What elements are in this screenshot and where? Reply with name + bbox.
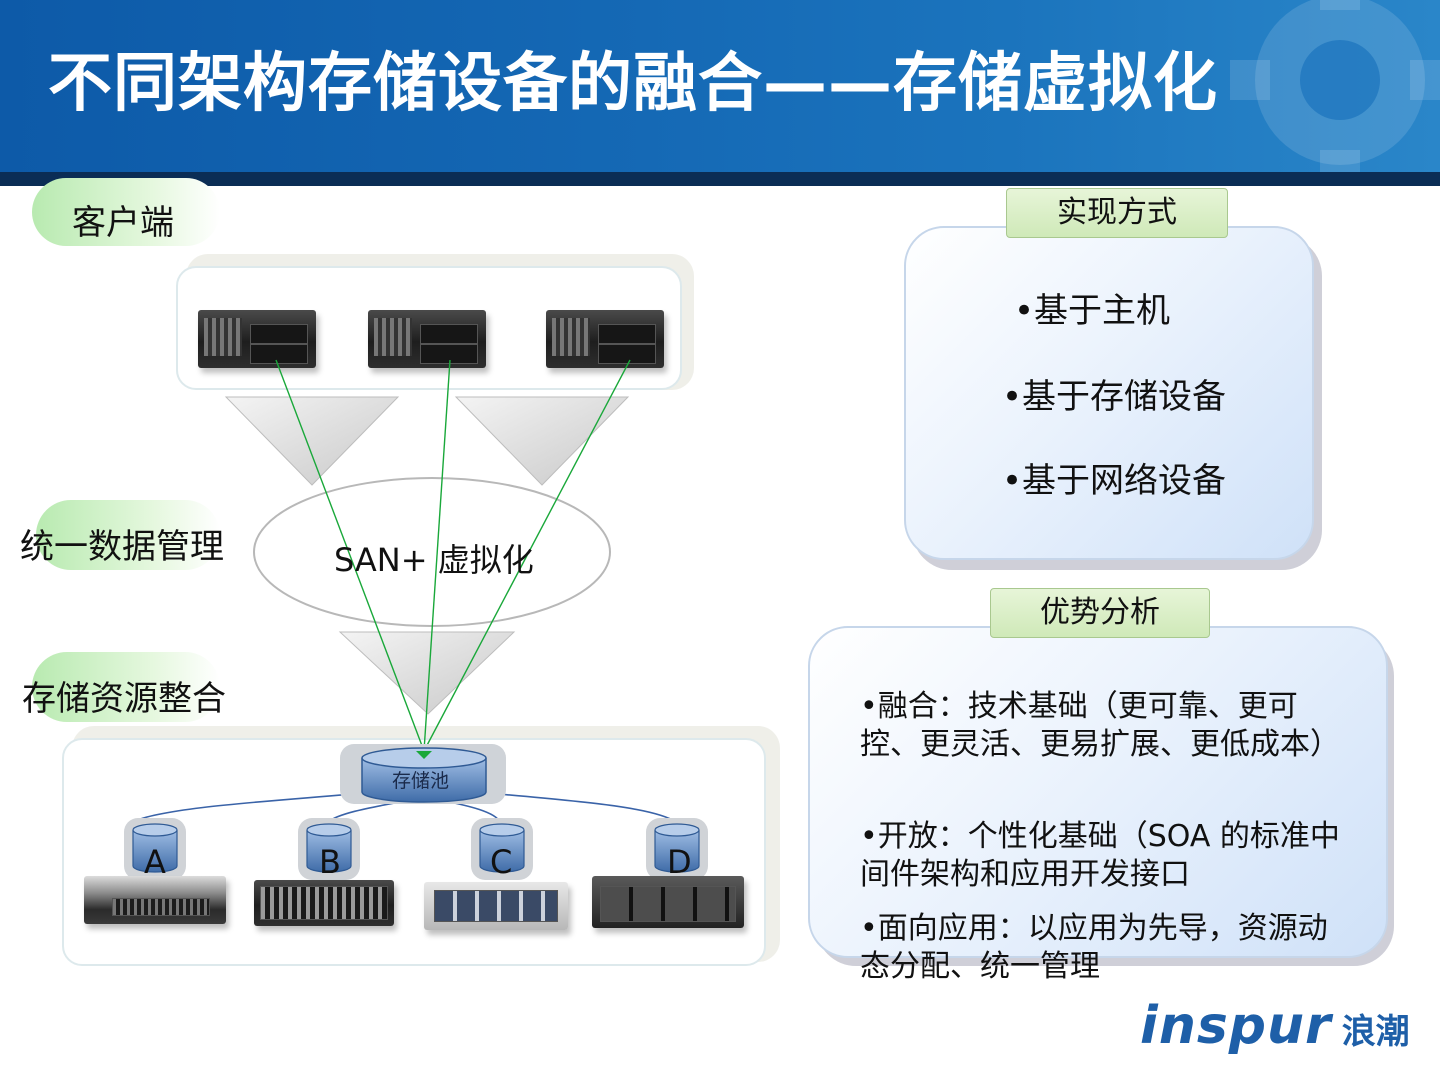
advantages-panel (808, 626, 1388, 958)
client-pill (32, 178, 220, 246)
san-virtualization-label: SAN+ 虚拟化 (334, 541, 534, 579)
client-server-1 (198, 310, 316, 368)
advantage-item-application: •面向应用：以应用为先导，资源动态分配、统一管理 (860, 911, 1328, 984)
page-title: 不同架构存储设备的融合——存储虚拟化 (48, 47, 1218, 121)
client-label: 客户端 (72, 203, 174, 243)
funnel-bottom (338, 631, 516, 715)
funnel-left (224, 396, 400, 486)
disk-b-icon (298, 818, 360, 880)
unified-data-pill (36, 500, 220, 570)
disk-d-icon (646, 818, 708, 880)
storage-array-a (84, 876, 226, 924)
implementation-tab: 实现方式 (1006, 188, 1228, 238)
funnel-right (454, 396, 630, 486)
storage-integration-pill (32, 652, 220, 722)
header-banner: 不同架构存储设备的融合——存储虚拟化 (0, 0, 1440, 172)
link-junction-marker (416, 751, 432, 759)
client-server-3 (546, 310, 664, 368)
brand-word: inspur (1140, 996, 1332, 1056)
disk-c-icon (471, 818, 533, 880)
header-stripe (0, 172, 1440, 186)
implementation-item-host: •基于主机 (1014, 291, 1171, 331)
storage-integration-label: 存储资源整合 (22, 679, 226, 719)
disk-label-b: B (319, 843, 341, 881)
storage-array-d (592, 876, 744, 928)
advantage-item-open: •开放：个性化基础（SOA 的标准中间件架构和应用开发接口 (860, 819, 1340, 892)
advantages-tab: 优势分析 (990, 588, 1210, 638)
green-links (275, 359, 631, 752)
brand-cn: 浪潮 (1341, 1012, 1410, 1052)
advantage-item-fusion: •融合：技术基础（更可靠、更可控、更灵活、更易扩展、更低成本） (860, 689, 1340, 762)
disk-label-c: C (490, 843, 513, 881)
disk-label-d: D (667, 843, 692, 881)
unified-data-label: 统一数据管理 (20, 527, 224, 567)
client-server-2 (368, 310, 486, 368)
storage-array-b (254, 880, 394, 926)
storage-pool-label: 存储池 (392, 770, 450, 792)
gear-icon (1230, 0, 1440, 172)
implementation-panel (904, 226, 1314, 560)
disk-label-a: A (144, 843, 166, 881)
storage-array-c (424, 882, 568, 930)
implementation-item-storage: •基于存储设备 (1002, 377, 1227, 417)
disk-a-icon (124, 818, 186, 880)
implementation-item-network: •基于网络设备 (1002, 461, 1227, 501)
